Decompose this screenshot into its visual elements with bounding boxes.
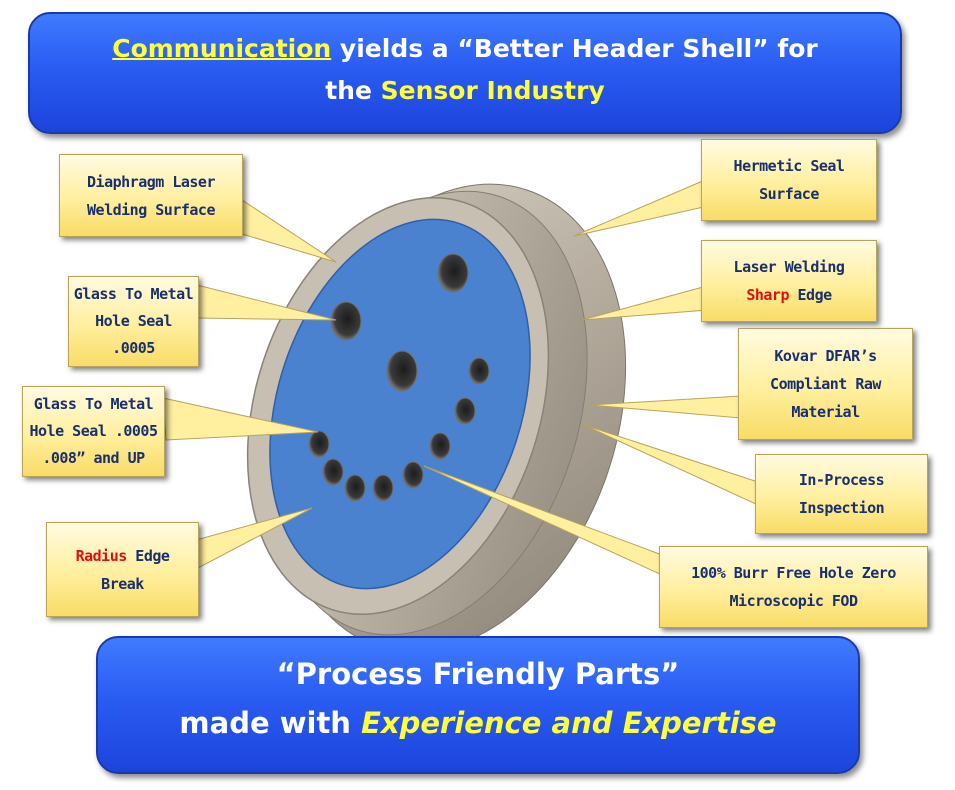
callout-kovar-material: Kovar DFAR’s Compliant Raw Material [738, 328, 913, 440]
hole [454, 397, 476, 425]
header-the: the [325, 76, 381, 105]
callout-in-process-inspection: In-Process Inspection [755, 454, 928, 534]
right-pointers [423, 179, 759, 576]
callout-text-rest: Edge [126, 546, 170, 565]
callout-text: Hermetic Seal [733, 157, 845, 175]
callout-text-rest: Edge [789, 286, 833, 304]
callout-red-text: Radius [75, 546, 128, 565]
callout-text: Laser Welding [733, 258, 845, 276]
hole [437, 253, 469, 293]
callout-text: Surface [759, 185, 819, 203]
sensor-industry-text: Sensor Industry [380, 76, 605, 105]
callout-text: In-Process [798, 471, 885, 489]
header-line-1-text: yields a “Better Header Shell” for [331, 34, 818, 63]
callout-text: Glass To Metal [73, 285, 194, 303]
callout-text: Welding Surface [87, 200, 215, 219]
footer-made-with: made with [179, 706, 362, 740]
hole [386, 350, 418, 392]
holes [308, 253, 490, 502]
hole [402, 461, 424, 489]
callout-text: Microscopic FOD [729, 592, 858, 610]
callout-text: 100% Burr Free Hole Zero [691, 564, 896, 582]
callout-text: Material [791, 403, 860, 421]
callout-text: Glass To Metal [33, 395, 154, 413]
pointer-diaphragm [235, 194, 337, 263]
pointer-hermetic [573, 179, 709, 237]
experience-expertise-text: Experience and Expertise [361, 706, 777, 740]
callout-text: Hole Seal .0005 [29, 422, 158, 440]
callout-glass-to-metal-seal-1: Glass To Metal Hole Seal .0005 [68, 276, 199, 367]
hole [308, 430, 330, 458]
callout-text: Inspection [798, 499, 885, 517]
callout-diaphragm-laser-welding: Diaphragm Laser Welding Surface [59, 154, 243, 237]
footer-line-2: made with Experience and Expertise [98, 706, 858, 740]
hole [429, 432, 451, 460]
callout-text: .008” and UP [42, 449, 145, 467]
callout-text: .0005 [112, 339, 155, 357]
callout-text: Hole Seal [95, 312, 172, 330]
top-banner: Communication yields a “Better Header Sh… [28, 12, 902, 134]
left-pointers [162, 194, 337, 569]
callout-glass-to-metal-seal-2: Glass To Metal Hole Seal .0005 .008” and… [22, 386, 165, 477]
callout-text: Kovar DFAR’s [774, 347, 877, 365]
callout-radius-edge-break: Radius Edge Break [46, 522, 199, 617]
footer-line-1: “Process Friendly Parts” [276, 657, 680, 691]
hole [468, 357, 490, 385]
hole [344, 474, 366, 502]
callout-text: Break [101, 574, 144, 593]
callout-burr-free-hole: 100% Burr Free Hole Zero Microscopic FOD [659, 546, 928, 628]
header-shell-part [246, 183, 627, 653]
bottom-banner: “Process Friendly Parts” made with Exper… [96, 636, 860, 774]
callout-laser-welding-sharp-edge: Laser Welding Sharp Edge [701, 240, 877, 322]
callout-text: Radius Edge [76, 542, 170, 570]
callout-red-text: Sharp [746, 286, 789, 304]
communication-word: Communication [112, 34, 332, 63]
header-line-1: Communication yields a “Better Header Sh… [30, 34, 900, 63]
callout-text: Sharp Edge [746, 281, 833, 309]
hole [322, 458, 344, 486]
callout-text: Compliant Raw [770, 375, 881, 393]
callout-text: Diaphragm Laser [87, 172, 215, 191]
hole [372, 474, 394, 502]
callout-hermetic-seal-surface: Hermetic Seal Surface [701, 139, 877, 221]
header-line-2: the Sensor Industry [30, 76, 900, 105]
hole [330, 301, 362, 341]
